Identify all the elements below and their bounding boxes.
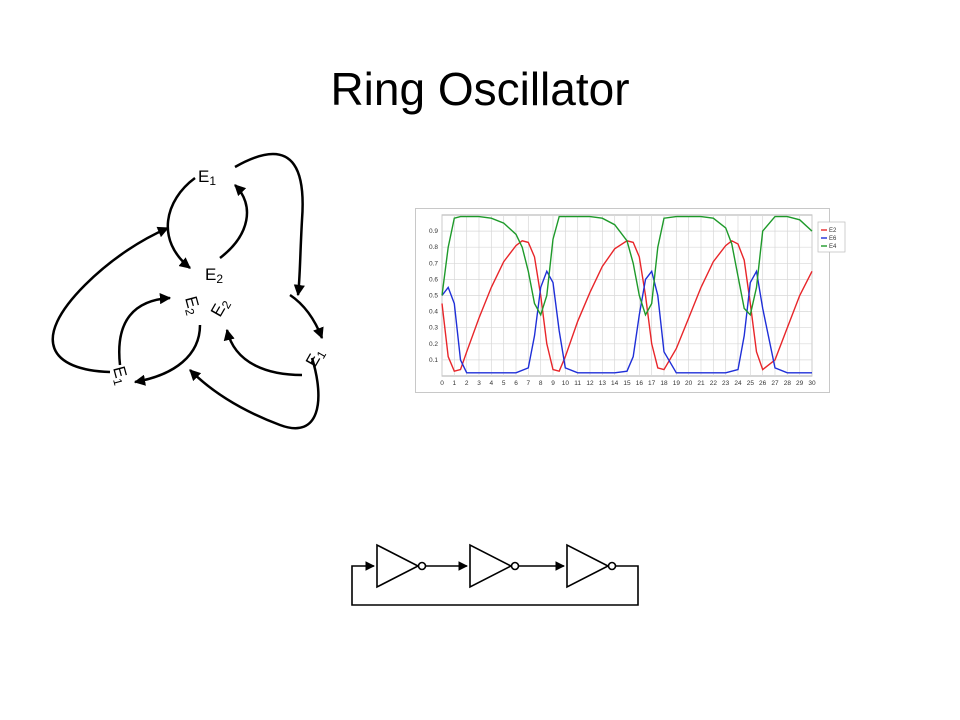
x-tick-label: 4 (490, 380, 494, 387)
x-tick-label: 28 (784, 380, 792, 387)
inverter-ring-circuit (351, 543, 639, 606)
inverter-3-bubble (607, 561, 617, 571)
x-tick-label: 22 (710, 380, 718, 387)
edge-left-to-top (51, 226, 170, 374)
x-tick-label: 8 (539, 380, 543, 387)
y-tick-label: 0.7 (429, 260, 438, 267)
x-tick-label: 15 (623, 380, 631, 387)
x-tick-label: 19 (673, 380, 681, 387)
inverter-1 (376, 543, 420, 589)
series-line-e6 (441, 269, 812, 374)
y-tick-label: 0.5 (429, 293, 438, 300)
y-tick-label: 0.4 (429, 309, 438, 316)
node-label: E1 (302, 345, 329, 371)
y-tick-label: 0.6 (429, 276, 438, 283)
y-tick-label: 0.9 (429, 228, 438, 235)
x-tick-label: 16 (636, 380, 644, 387)
x-tick-label: 20 (685, 380, 693, 387)
y-tick-label: 0.8 (429, 244, 438, 251)
edge-e1-to-e2-left (117, 292, 172, 366)
x-tick-label: 17 (648, 380, 656, 387)
x-tick-label: 24 (734, 380, 742, 387)
legend-label: E6 (829, 236, 837, 242)
edge-e1-to-e2-top (166, 176, 196, 269)
x-tick-label: 1 (453, 380, 457, 387)
x-tick-label: 7 (527, 380, 531, 387)
inverter-1-bubble (417, 561, 427, 571)
x-tick-label: 27 (771, 380, 779, 387)
x-tick-label: 12 (586, 380, 594, 387)
x-tick-label: 29 (796, 380, 804, 387)
edge-top-to-right (234, 152, 305, 297)
x-tick-label: 10 (562, 380, 570, 387)
x-tick-label: 25 (747, 380, 755, 387)
node-label: E2 (207, 295, 234, 321)
x-tick-label: 23 (722, 380, 730, 387)
inverter-3 (566, 543, 610, 589)
edge-e2-to-e1-top (219, 184, 249, 259)
x-tick-label: 6 (514, 380, 518, 387)
legend-label: E2 (829, 228, 837, 234)
node-label: E1 (107, 364, 132, 387)
x-tick-label: 13 (599, 380, 607, 387)
legend-box (817, 221, 846, 253)
x-tick-label: 18 (660, 380, 668, 387)
edge-e1-to-e2-right (223, 328, 303, 377)
feedback-wire (351, 561, 639, 606)
y-tick-label: 0.3 (429, 325, 438, 332)
legend-label: E4 (829, 244, 837, 250)
y-tick-label: 0.1 (429, 357, 438, 364)
slide-title: Ring Oscillator (330, 63, 630, 115)
edge-e2-to-e1-left (133, 324, 202, 386)
x-tick-label: 21 (697, 380, 705, 387)
edge-e2-to-e1-right (289, 293, 324, 340)
edge-right-to-left (189, 357, 320, 430)
x-tick-label: 2 (465, 380, 469, 387)
series-line-e4 (441, 215, 813, 317)
x-tick-label: 11 (574, 380, 581, 387)
x-tick-label: 14 (611, 380, 619, 387)
x-tick-label: 26 (759, 380, 767, 387)
inverter-2-bubble (510, 561, 520, 571)
network-diagram: E1 E2 E2 E2 E1 E1 (51, 152, 329, 430)
x-tick-label: 9 (551, 380, 555, 387)
node-label: E1 (198, 167, 216, 188)
x-tick-label: 30 (808, 380, 816, 387)
y-tick-label: 0.2 (429, 341, 438, 348)
inverter-2 (469, 543, 513, 589)
node-label: E2 (179, 294, 204, 317)
x-tick-label: 5 (502, 380, 506, 387)
x-tick-label: 3 (477, 380, 481, 387)
node-label: E2 (205, 265, 223, 286)
x-tick-label: 0 (440, 380, 444, 387)
